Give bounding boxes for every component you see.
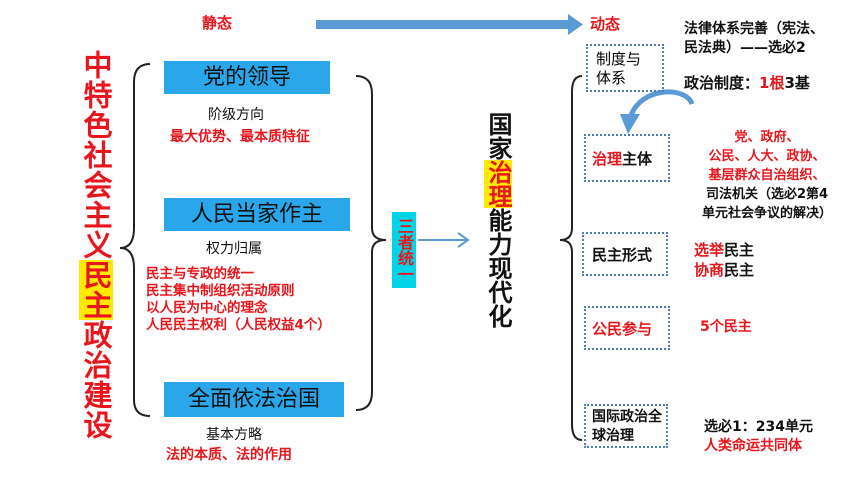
subject-line: 党、政府、 (734, 130, 800, 145)
system-line1: 法律体系完善（宪法、 (684, 21, 824, 37)
people-note: 民主与专政的统一 (146, 266, 254, 282)
participation-note: 5个民主 (700, 319, 752, 335)
law-sub: 基本方略 (206, 427, 262, 443)
center-title-part3: 能力现代化 (484, 208, 512, 328)
international-line2: 人类命运共同体 (704, 438, 802, 454)
international-text: 选必1：234单元 人类命运共同体 (704, 418, 813, 456)
party-leadership-box: 党的领导 (164, 61, 330, 94)
subject-line: 基层群众自治组织、 (708, 168, 826, 183)
subject-label-black: 主体 (622, 150, 653, 168)
international-label: 国际政治全球治理 (592, 409, 662, 444)
subject-text: 党、政府、 公民、人大、政协、 基层群众自治组织、 司法机关（选必2第4 单元社… (674, 128, 860, 223)
center-title-part1: 国家 (484, 112, 512, 160)
curved-arrow (620, 89, 695, 134)
unity-box: 三者统一 (392, 212, 416, 288)
left-title-part1: 中特色社会主义 (79, 50, 113, 260)
form-line1-red: 选举 (694, 241, 725, 259)
left-title-part3: 政治建设 (79, 320, 113, 440)
party-note: 最大优势、最本质特征 (170, 129, 310, 145)
law-note: 法的本质、法的作用 (166, 447, 292, 463)
subject-label: 治理主体 (592, 148, 652, 169)
left-title: 中特色社会主义民主政治建设 (70, 50, 120, 440)
unity-to-center-arrow (418, 232, 470, 248)
subject-box: 治理主体 (584, 134, 670, 182)
governance-bracket (559, 75, 583, 441)
rule-of-law-box: 全面依法治国 (164, 382, 344, 417)
form-text: 选举民主 协商民主 (694, 240, 754, 280)
center-title-part2: 治理 (484, 160, 512, 208)
static-to-dynamic-arrow (316, 14, 583, 35)
form-label: 民主形式 (592, 246, 653, 264)
politics-line: 政治制度：1根3基 (684, 72, 810, 93)
form-line2-red: 协商 (694, 261, 725, 279)
subject-label-red: 治理 (592, 150, 623, 168)
participation-box: 公民参与 (584, 306, 670, 350)
politics-prefix: 政治制度： (684, 74, 760, 92)
subject-line: 单元社会争议的解决） (701, 206, 832, 221)
form-line2: 协商民主 (694, 260, 754, 280)
system-box: 制度与体系 (586, 44, 664, 92)
system-label: 制度与体系 (596, 50, 642, 87)
left-title-part2: 民主 (79, 260, 113, 320)
politics-suffix: 3基 (784, 74, 810, 92)
people-sub: 权力归属 (206, 241, 262, 257)
subject-line: 司法机关（选必2第4 (705, 187, 829, 202)
system-line2: 民法典）——选必2 (684, 40, 806, 56)
people-master-box: 人民当家作主 (164, 198, 350, 231)
people-note: 以人民为中心的理念 (146, 300, 268, 316)
left-bracket (119, 63, 151, 417)
form-line1-black: 民主 (724, 241, 755, 259)
static-label: 静态 (202, 14, 233, 32)
participation-label: 公民参与 (592, 320, 653, 338)
people-note: 人民民主权利（人民权益4个） (146, 317, 331, 333)
people-notes: 民主与专政的统一 民主集中制组织活动原则 以人民为中心的理念 人民民主权利（人民… (146, 266, 331, 334)
form-line1: 选举民主 (694, 240, 754, 260)
international-box: 国际政治全球治理 (584, 404, 668, 448)
form-box: 民主形式 (582, 232, 668, 276)
center-title: 国家治理能力现代化 (480, 112, 516, 328)
subject-line: 公民、人大、政协、 (708, 149, 826, 164)
party-sub: 阶级方向 (208, 107, 264, 123)
politics-red: 1根 (759, 74, 785, 92)
people-note: 民主集中制组织活动原则 (146, 283, 295, 299)
international-line1: 选必1：234单元 (704, 419, 813, 435)
form-line2-black: 民主 (724, 261, 755, 279)
system-text: 法律体系完善（宪法、 民法典）——选必2 (684, 20, 824, 58)
right-bracket (355, 75, 387, 411)
dynamic-label: 动态 (590, 15, 621, 33)
